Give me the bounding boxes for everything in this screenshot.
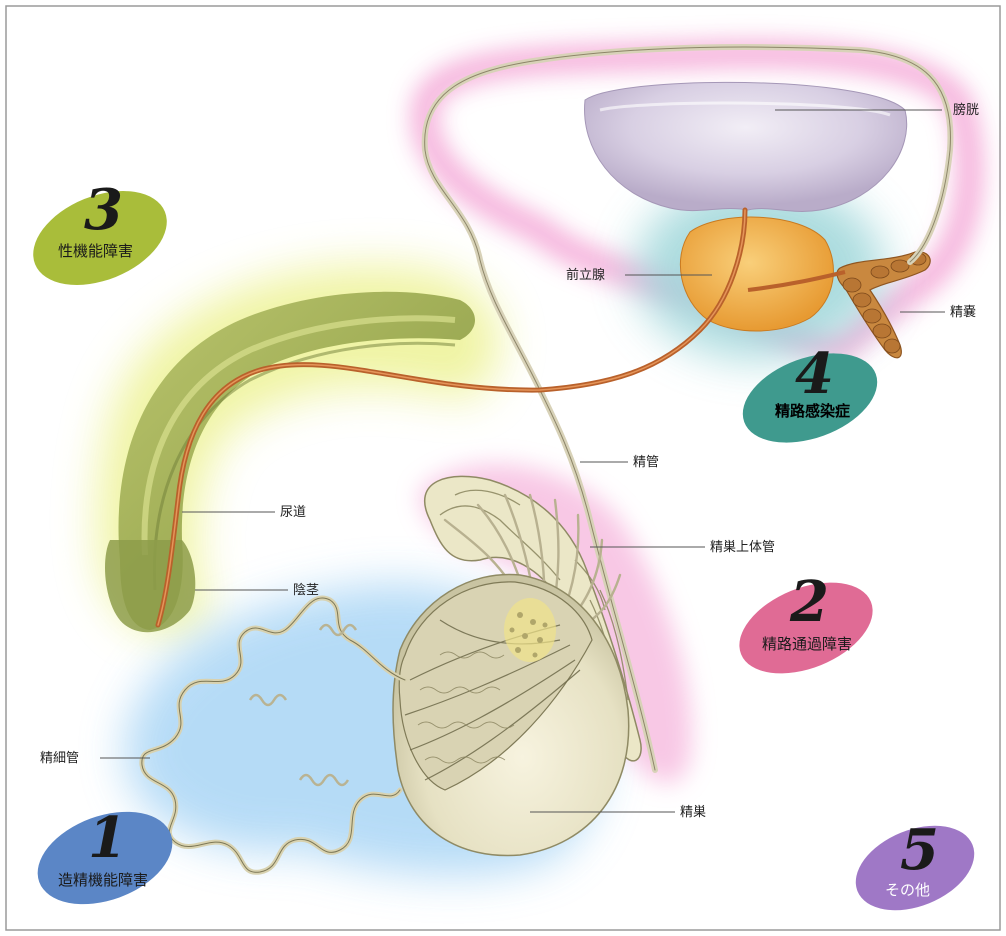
prostate <box>680 217 833 331</box>
label-vas-deferens: 精管 <box>633 456 659 469</box>
category-3-name: 性機能障害 <box>58 244 133 259</box>
category-1-number: 1 <box>88 810 127 866</box>
category-4-name: 精路感染症 <box>775 404 850 419</box>
category-4-number: 4 <box>795 346 834 402</box>
label-prostate: 前立腺 <box>566 269 605 282</box>
label-urethra: 尿道 <box>280 506 306 519</box>
category-5-name: その他 <box>885 883 930 898</box>
label-epididymis: 精巣上体管 <box>710 541 775 554</box>
label-seminiferous-tubule: 精細管 <box>40 752 79 765</box>
category-1-name: 造精機能障害 <box>58 873 148 888</box>
label-corpus: 陰茎 <box>293 584 319 597</box>
label-bladder: 膀胱 <box>953 104 979 117</box>
category-2-name: 精路通過障害 <box>762 637 852 652</box>
label-testis: 精巣 <box>680 806 706 819</box>
category-2-number: 2 <box>790 574 829 630</box>
label-seminal-vesicle: 精嚢 <box>950 306 976 319</box>
category-3-number: 3 <box>84 182 123 238</box>
category-5-number: 5 <box>900 822 939 878</box>
